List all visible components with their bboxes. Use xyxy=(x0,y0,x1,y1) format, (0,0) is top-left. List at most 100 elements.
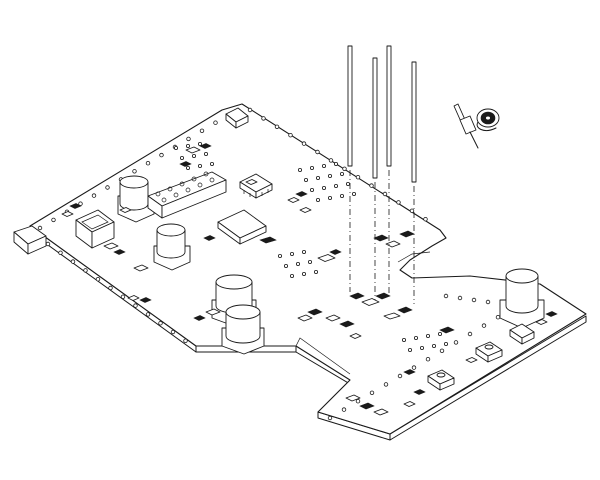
smd-part xyxy=(193,315,206,321)
smd-part xyxy=(413,389,426,395)
smd-part xyxy=(439,326,455,334)
board-hole xyxy=(439,348,445,353)
smd-part xyxy=(287,197,300,203)
board-hole xyxy=(51,217,56,223)
board-hole xyxy=(401,337,406,342)
board-hole xyxy=(411,365,417,370)
electrolytic-capacitor-5 xyxy=(499,268,545,329)
smd-part xyxy=(307,308,323,316)
board-hole xyxy=(145,312,151,317)
smd-part xyxy=(403,369,416,375)
push-button-2 xyxy=(475,341,503,363)
board-hole xyxy=(170,329,176,335)
board-hole xyxy=(327,173,332,178)
smd-part xyxy=(397,306,413,314)
board-hole xyxy=(197,163,202,168)
smd-part xyxy=(339,320,355,328)
board-hole xyxy=(301,249,306,254)
board-hole xyxy=(283,263,288,268)
board-hole xyxy=(425,333,430,338)
header-pins xyxy=(347,45,417,304)
smd-part xyxy=(61,211,74,217)
board-hole xyxy=(297,167,302,172)
board-hole xyxy=(183,338,188,343)
smd-part xyxy=(329,249,342,255)
smd-part xyxy=(119,207,132,213)
smd-part xyxy=(317,254,336,262)
board-hole xyxy=(70,259,76,264)
board-hole xyxy=(345,181,350,186)
board-hole xyxy=(303,177,308,182)
board-hole xyxy=(397,373,403,379)
board-hole xyxy=(158,321,163,326)
board-hole xyxy=(419,345,424,350)
board-hole xyxy=(247,107,253,113)
board-hole xyxy=(315,175,320,180)
board-hole xyxy=(425,357,431,362)
header-pin-3 xyxy=(386,45,392,296)
smd-part xyxy=(185,146,201,154)
board-hole xyxy=(289,251,294,256)
board-hole xyxy=(443,341,448,346)
smd-part xyxy=(103,242,119,250)
board-hole xyxy=(133,303,138,308)
board-hole xyxy=(197,141,202,146)
board-hole xyxy=(159,152,164,158)
board-hole xyxy=(313,269,318,274)
smd-part xyxy=(349,292,365,300)
board-hole xyxy=(328,158,334,163)
board-hole xyxy=(261,116,266,121)
board-hole xyxy=(333,183,338,188)
board-hole xyxy=(295,261,300,266)
push-button-3 xyxy=(509,323,535,345)
board-hole xyxy=(315,197,320,202)
board-hole xyxy=(108,285,113,291)
board-hole xyxy=(315,149,320,155)
smd-part xyxy=(345,394,361,402)
inductor-module xyxy=(75,209,115,249)
board-hole xyxy=(95,277,101,282)
soldering-iron-and-solder-icon xyxy=(453,103,500,149)
board-hole xyxy=(341,407,347,412)
smd-part xyxy=(325,314,341,322)
board-hole xyxy=(289,273,294,278)
board-hole xyxy=(45,241,51,247)
board-hole xyxy=(355,174,361,180)
board-hole xyxy=(83,268,88,273)
board-hole xyxy=(37,225,43,231)
board-hole xyxy=(321,163,326,168)
board-hole xyxy=(453,340,459,345)
smd-part xyxy=(205,308,221,316)
smd-part xyxy=(403,401,416,407)
smd-part xyxy=(127,295,140,301)
board-hole xyxy=(209,161,214,166)
smd-part xyxy=(199,143,212,149)
electrolytic-capacitor-4 xyxy=(221,304,265,355)
board-hole xyxy=(471,297,477,303)
board-hole xyxy=(457,295,463,301)
board-hole xyxy=(396,200,401,205)
board-hole xyxy=(443,293,449,299)
smd-part xyxy=(545,311,558,317)
board-hole xyxy=(409,208,415,213)
board-hole xyxy=(145,160,151,166)
board-hole xyxy=(105,185,110,190)
header-socket-block xyxy=(147,171,227,219)
electrolytic-capacitor-1 xyxy=(117,175,155,223)
push-button-1 xyxy=(427,369,455,391)
board-hole xyxy=(339,193,344,198)
board-hole xyxy=(333,161,338,166)
board-hole xyxy=(309,187,314,192)
header-pin-4 xyxy=(411,61,417,304)
board-hole xyxy=(339,171,344,176)
board-hole xyxy=(369,183,374,188)
smd-components xyxy=(61,143,558,416)
board-hole xyxy=(288,132,293,138)
board-hole xyxy=(351,191,356,196)
board-hole xyxy=(191,153,196,158)
board-hole xyxy=(342,166,347,171)
board-hole xyxy=(91,193,97,198)
board-hole xyxy=(120,294,126,299)
